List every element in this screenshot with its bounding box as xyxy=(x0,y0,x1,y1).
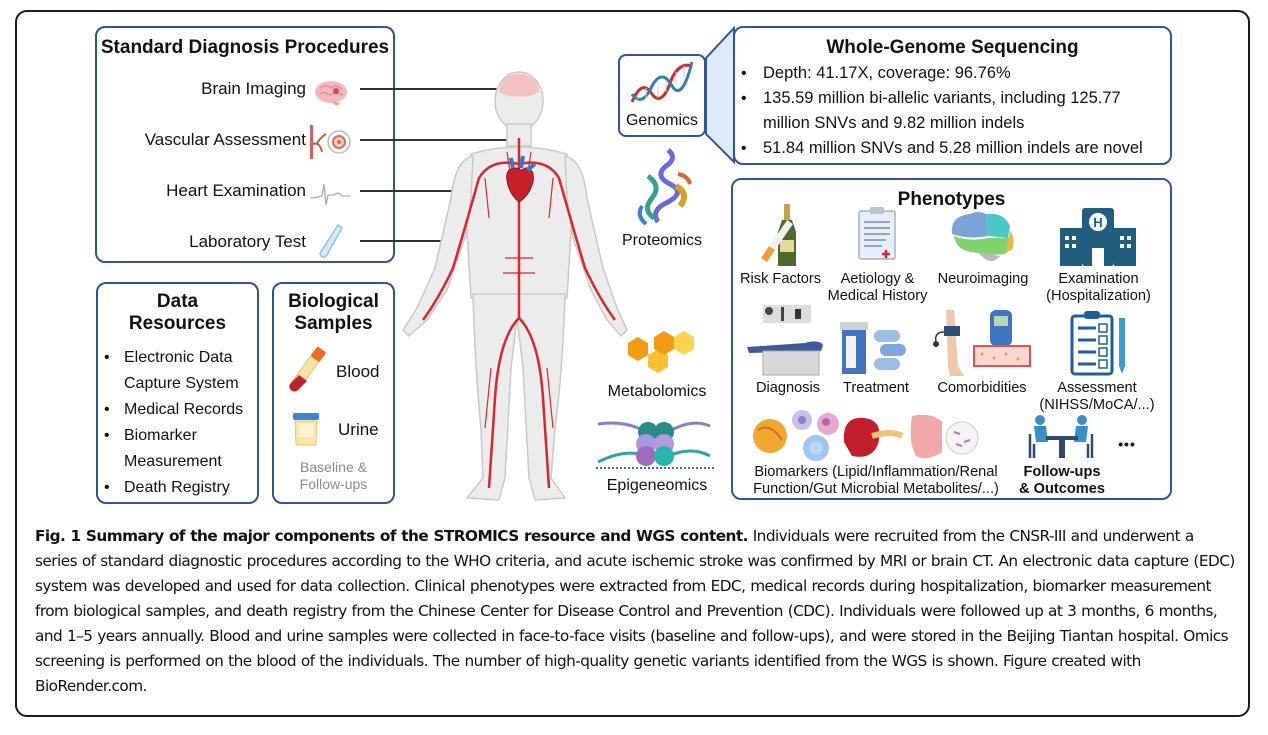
samples-note: Baseline & Follow-ups xyxy=(299,459,368,492)
list-item: 135.59 million bi-allelic variants, incl… xyxy=(735,86,1170,136)
label-risk-factors: Risk Factors xyxy=(740,271,822,287)
list-item: Depth: 41.17X, coverage: 96.76% xyxy=(735,61,1170,86)
test-tube-icon xyxy=(319,223,343,259)
label-diagnosis: Diagnosis xyxy=(755,380,821,396)
epigenomics-nucleosome-icon xyxy=(596,421,714,469)
label-urine: Urine xyxy=(338,420,379,439)
list-item: Medical Records xyxy=(98,397,257,423)
figure-frame xyxy=(15,10,1250,717)
dna-icon xyxy=(630,61,694,103)
pill-bottle-icon xyxy=(840,322,906,374)
brain-color-icon xyxy=(951,212,1014,262)
label-comorbidities: Comorbidities xyxy=(937,380,1027,396)
phenotypes-title: Phenotypes xyxy=(897,189,1006,210)
cells-kidney-gut-icon xyxy=(753,410,979,461)
exam-table-icon xyxy=(747,305,823,376)
label-neuroimaging: Neuroimaging xyxy=(937,271,1029,287)
standard-diagnosis-title: Standard Diagnosis Procedures xyxy=(100,37,390,58)
list-item: 51.84 million SNVs and 5.28 million inde… xyxy=(735,136,1170,161)
label-laboratory-test: Laboratory Test xyxy=(189,232,306,251)
label-vascular-assessment: Vascular Assessment xyxy=(144,130,306,149)
label-follow-ups: Follow-ups& Outcomes xyxy=(1019,464,1105,497)
protein-icon xyxy=(637,148,692,226)
hospital-icon: H xyxy=(1060,208,1136,266)
caption-text: Individuals were recruited from the CNSR… xyxy=(35,527,1235,695)
ecg-icon xyxy=(309,183,350,206)
cigarette-bottle-icon xyxy=(761,204,796,266)
blood-tube-icon xyxy=(289,347,326,392)
brain-icon xyxy=(315,81,347,106)
figure-caption: Fig. 1 Summary of the major components o… xyxy=(35,524,1235,699)
list-item: Death Registry xyxy=(98,475,257,501)
metabolomics-hexagons-icon xyxy=(628,331,694,373)
blood-pressure-glucose-icon xyxy=(933,310,1031,376)
more-ellipsis: ••• xyxy=(1118,436,1136,452)
urine-cup-icon xyxy=(293,413,319,446)
body-heart xyxy=(506,167,534,203)
svg-text:H: H xyxy=(1093,215,1102,230)
biological-samples-box: Biological Samples xyxy=(272,282,395,504)
label-metabolomics: Metabolomics xyxy=(607,383,707,400)
human-body-illustration xyxy=(402,71,628,501)
data-resources-title-2: Resources xyxy=(128,313,227,334)
label-epigenomics: Epigeneomics xyxy=(606,477,708,494)
vessel-ultrasound-icon xyxy=(310,125,351,159)
wgs-callout xyxy=(705,25,735,165)
label-blood: Blood xyxy=(336,362,380,381)
data-resources-title-1: Data xyxy=(156,291,199,312)
wgs-box: Whole-Genome Sequencing Depth: 41.17X, c… xyxy=(733,26,1172,165)
clipboard-icon xyxy=(858,207,896,260)
label-proteomics: Proteomics xyxy=(621,232,703,249)
caption-title: Fig. 1 Summary of the major components o… xyxy=(35,527,748,545)
label-examination: Examination(Hospitalization) xyxy=(1046,271,1151,304)
label-treatment: Treatment xyxy=(843,380,909,396)
consultation-icon xyxy=(1028,415,1094,458)
bio-samples-title-1: Biological xyxy=(288,291,379,312)
wgs-list: Depth: 41.17X, coverage: 96.76% 135.59 m… xyxy=(735,61,1170,161)
body-brain xyxy=(499,74,539,97)
label-assessment: Assessment(NIHSS/MoCA/...) xyxy=(1039,380,1155,413)
label-genomics: Genomics xyxy=(625,112,699,129)
bio-samples-title-2: Samples xyxy=(294,313,373,334)
label-brain-imaging: Brain Imaging xyxy=(201,79,306,98)
checklist-icon xyxy=(1070,311,1125,376)
label-heart-examination: Heart Examination xyxy=(166,181,306,200)
label-aetiology: Aetiology &Medical History xyxy=(827,271,928,304)
wgs-title: Whole-Genome Sequencing xyxy=(826,37,1079,58)
